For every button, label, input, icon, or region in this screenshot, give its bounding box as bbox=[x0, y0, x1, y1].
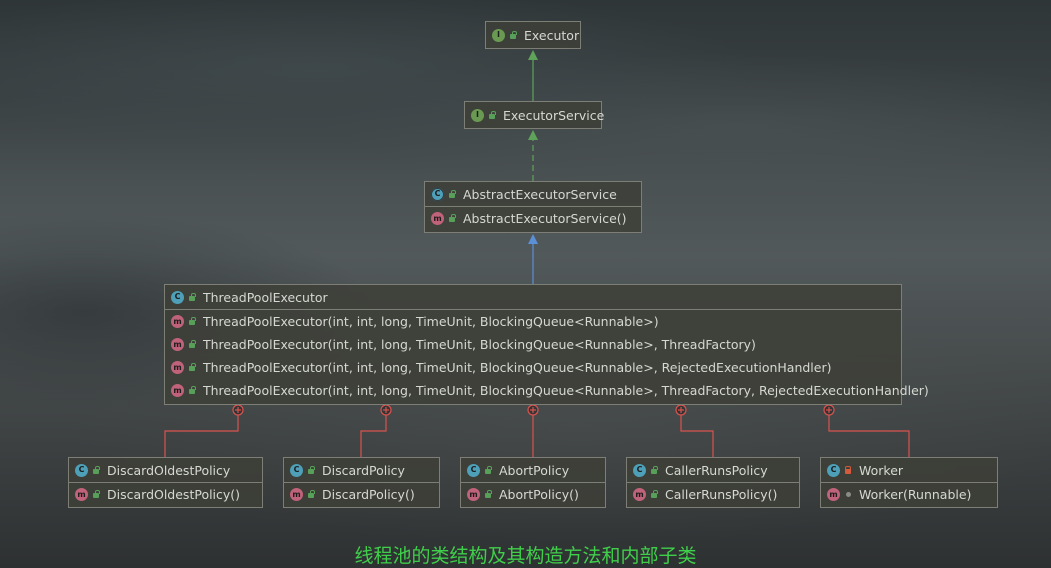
node-executor-label: Executor bbox=[524, 27, 580, 43]
method-label: DiscardPolicy() bbox=[322, 487, 415, 502]
interface-icon: I bbox=[492, 28, 505, 42]
public-lock-icon bbox=[484, 465, 493, 475]
method-icon: m bbox=[431, 212, 444, 225]
arrowhead-abstract bbox=[528, 234, 538, 244]
public-lock-icon bbox=[188, 292, 197, 302]
method-label: ThreadPoolExecutor(int, int, long, TimeU… bbox=[203, 314, 659, 329]
method-icon: m bbox=[290, 488, 303, 501]
node-executor-service-label: ExecutorService bbox=[503, 107, 605, 123]
final-class-icon: C bbox=[827, 463, 840, 477]
public-lock-icon bbox=[307, 465, 316, 475]
public-lock-icon bbox=[509, 30, 518, 40]
edge-inner-discardoldest bbox=[164, 415, 239, 457]
public-lock-icon bbox=[188, 386, 197, 395]
diagram-caption: 线程池的类结构及其构造方法和内部子类 bbox=[354, 545, 697, 567]
static-class-icon: C bbox=[290, 463, 303, 477]
method-icon: m bbox=[171, 315, 184, 328]
public-lock-icon bbox=[484, 490, 493, 499]
public-lock-icon bbox=[92, 465, 101, 475]
method-label: AbortPolicy() bbox=[499, 487, 579, 502]
method-icon: m bbox=[633, 488, 646, 501]
package-private-icon bbox=[844, 490, 853, 499]
node-executor[interactable]: I Executor bbox=[485, 21, 581, 49]
method-icon: m bbox=[171, 338, 184, 351]
node-caller-runs-policy-label: CallerRunsPolicy bbox=[665, 462, 768, 478]
method-label: DiscardOldestPolicy() bbox=[107, 487, 241, 502]
edge-inner-discard bbox=[360, 415, 387, 457]
node-abstract-executor-service[interactable]: C AbstractExecutorService m AbstractExec… bbox=[424, 181, 642, 233]
node-discard-oldest-policy-label: DiscardOldestPolicy bbox=[107, 462, 231, 478]
arrowhead-executor bbox=[528, 50, 538, 60]
method-icon: m bbox=[827, 488, 840, 501]
private-lock-icon bbox=[844, 465, 853, 475]
node-executor-service[interactable]: I ExecutorService bbox=[464, 101, 605, 129]
public-lock-icon bbox=[488, 110, 497, 120]
abstract-class-icon: C bbox=[431, 187, 444, 201]
public-lock-icon bbox=[307, 490, 316, 499]
method-icon: m bbox=[467, 488, 480, 501]
static-class-icon: C bbox=[75, 463, 88, 477]
interface-icon: I bbox=[471, 108, 484, 122]
public-lock-icon bbox=[448, 214, 457, 223]
edge-inner-worker bbox=[828, 415, 910, 457]
node-discard-policy[interactable]: C DiscardPolicy m DiscardPolicy() bbox=[283, 457, 440, 508]
method-icon: m bbox=[75, 488, 88, 501]
arrowhead-executorservice bbox=[528, 130, 538, 140]
method-icon: m bbox=[171, 361, 184, 374]
node-abort-policy[interactable]: C AbortPolicy m AbortPolicy() bbox=[460, 457, 606, 508]
class-icon: C bbox=[171, 290, 184, 304]
method-icon: m bbox=[171, 384, 184, 397]
public-lock-icon bbox=[650, 465, 659, 475]
node-thread-pool-executor-label: ThreadPoolExecutor bbox=[203, 289, 328, 305]
public-lock-icon bbox=[650, 490, 659, 499]
public-lock-icon bbox=[188, 317, 197, 326]
static-class-icon: C bbox=[633, 463, 646, 477]
public-lock-icon bbox=[448, 189, 457, 199]
node-worker-label: Worker bbox=[859, 462, 904, 478]
node-abort-policy-label: AbortPolicy bbox=[499, 462, 570, 478]
public-lock-icon bbox=[188, 363, 197, 372]
public-lock-icon bbox=[92, 490, 101, 499]
node-discard-policy-label: DiscardPolicy bbox=[322, 462, 405, 478]
method-label: AbstractExecutorService() bbox=[463, 211, 627, 226]
method-label: Worker(Runnable) bbox=[859, 487, 972, 502]
method-label: ThreadPoolExecutor(int, int, long, TimeU… bbox=[203, 337, 756, 352]
method-label: CallerRunsPolicy() bbox=[665, 487, 778, 502]
method-label: ThreadPoolExecutor(int, int, long, TimeU… bbox=[203, 360, 832, 375]
node-abstract-executor-service-label: AbstractExecutorService bbox=[463, 186, 617, 202]
node-discard-oldest-policy[interactable]: C DiscardOldestPolicy m DiscardOldestPol… bbox=[68, 457, 263, 508]
node-thread-pool-executor[interactable]: C ThreadPoolExecutor m ThreadPoolExecuto… bbox=[164, 284, 929, 405]
edge-inner-callerruns bbox=[680, 415, 714, 457]
public-lock-icon bbox=[188, 340, 197, 349]
node-caller-runs-policy[interactable]: C CallerRunsPolicy m CallerRunsPolicy() bbox=[626, 457, 800, 508]
method-label: ThreadPoolExecutor(int, int, long, TimeU… bbox=[203, 383, 929, 398]
node-worker[interactable]: C Worker m Worker(Runnable) bbox=[820, 457, 998, 508]
static-class-icon: C bbox=[467, 463, 480, 477]
